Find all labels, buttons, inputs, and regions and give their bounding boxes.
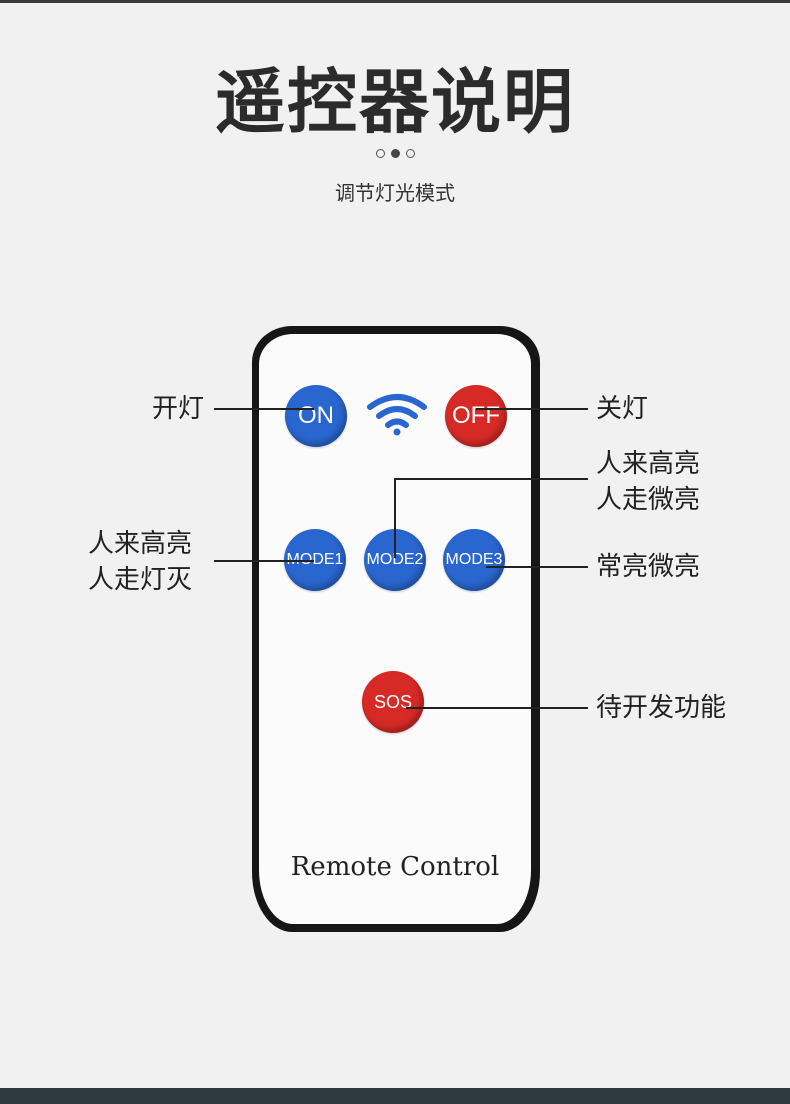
pagination-dot-active[interactable]: [390, 148, 400, 158]
remote-brand-label: Remote Control: [290, 852, 500, 882]
callout-line-sos: [406, 707, 588, 709]
pagination-dot[interactable]: [375, 148, 385, 158]
sos-button[interactable]: SOS: [362, 671, 424, 733]
callout-line-mode2-horizontal: [394, 478, 588, 480]
page-title: 遥控器说明: [215, 61, 575, 143]
bottom-bar: [0, 1088, 790, 1104]
wifi-signal-icon: [367, 394, 427, 436]
pagination-dot[interactable]: [405, 148, 415, 158]
mode3-button[interactable]: MODE3: [443, 529, 505, 591]
on-button[interactable]: ON: [285, 385, 347, 447]
callout-label-mode1-line1: 人来高亮: [88, 529, 193, 559]
callout-line-on: [214, 408, 314, 410]
page-subtitle: 调节灯光模式: [335, 181, 455, 205]
top-border: [0, 0, 790, 3]
callout-label-mode2-line2: 人走微亮: [596, 485, 701, 515]
callout-line-mode3: [486, 566, 588, 568]
callout-label-off: 关灯: [596, 394, 649, 424]
pagination-dots: [370, 147, 420, 159]
off-button[interactable]: OFF: [445, 385, 507, 447]
callout-label-mode1-line2: 人走灯灭: [88, 565, 193, 595]
callout-line-mode1: [214, 560, 314, 562]
callout-label-sos: 待开发功能: [596, 693, 727, 723]
callout-line-mode2-vertical: [394, 478, 396, 558]
callout-line-off: [476, 408, 588, 410]
callout-label-mode3: 常亮微亮: [596, 552, 701, 582]
callout-label-on: 开灯: [152, 394, 205, 424]
callout-label-mode2-line1: 人来高亮: [596, 449, 701, 479]
